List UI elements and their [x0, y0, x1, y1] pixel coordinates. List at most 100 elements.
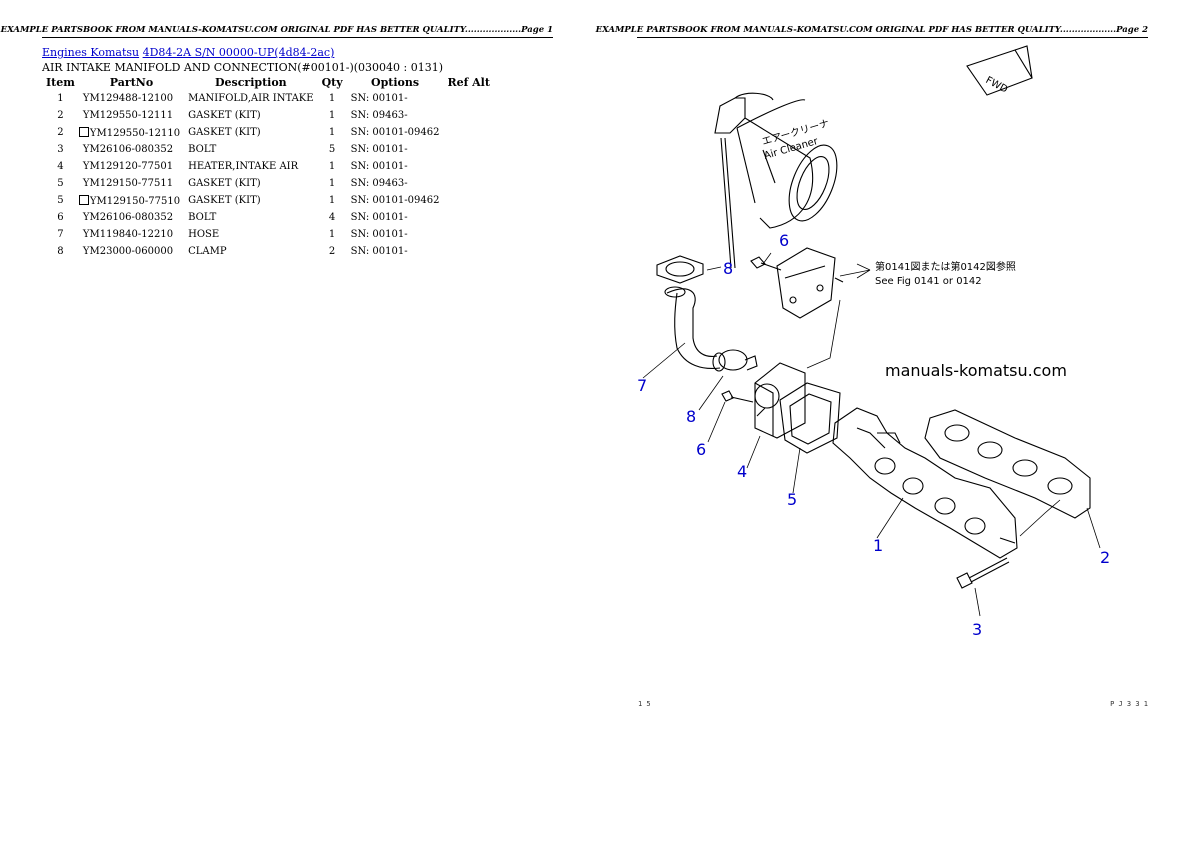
cell-item-text: 2 [57, 110, 64, 121]
exploded-parts-diagram: エアークリーナ Air Cleaner FWD 第0141図または第0142図参… [637, 45, 1110, 639]
cell-item: 4 [42, 161, 79, 178]
cell-partno: YM23000-060000 [79, 246, 184, 263]
cell-ref-alt [443, 212, 494, 229]
col-header-item: Item [46, 76, 75, 89]
cell-ref-alt [443, 195, 494, 212]
page-header: EXAMPLE PARTSBOOK FROM MANUALS-KOMATSU.C… [595, 25, 1148, 35]
cell-partno-text: YM129488-12100 [82, 93, 174, 104]
cell-qty: 1 [318, 110, 347, 127]
cell-options-text: SN: 00101-09462 [350, 127, 440, 138]
cell-partno-text: YM129150-77510 [89, 196, 181, 207]
cell-qty-text: 1 [328, 93, 336, 104]
cell-options: SN: 00101- [347, 144, 444, 161]
cell-item-text: 7 [57, 229, 64, 240]
cell-options: SN: 00101- [347, 93, 444, 110]
cell-options-text: SN: 00101- [350, 93, 408, 104]
cell-options: SN: 00101-09462 [347, 195, 444, 212]
cell-qty-text: 1 [328, 127, 336, 138]
callout-6-lower: 6 [696, 440, 706, 459]
cell-item: 2 [42, 110, 79, 127]
cell-item: 5 [42, 178, 79, 195]
cell-item-text: 8 [57, 246, 64, 257]
callout-1: 1 [873, 536, 883, 555]
cell-qty-text: 1 [328, 161, 336, 172]
cell-partno-text: YM129120-77501 [82, 161, 174, 172]
fwd-arrow-icon [966, 45, 1033, 96]
footer-figure-code: P J 3 3 1 [1110, 700, 1148, 708]
cell-item-text: 5 [57, 178, 64, 189]
cell-partno-text: YM119840-12210 [82, 229, 174, 240]
cell-item: 2 [42, 127, 79, 144]
header-rule [637, 37, 1148, 38]
cell-description: MANIFOLD,AIR INTAKE [184, 93, 317, 110]
cell-qty: 1 [318, 178, 347, 195]
hose-drawing [664, 286, 726, 372]
cell-description-text: HEATER,INTAKE AIR [188, 161, 299, 172]
cell-ref-alt [443, 144, 494, 161]
cell-qty: 5 [318, 144, 347, 161]
cell-ref-alt [443, 246, 494, 263]
cell-description: GASKET (KIT) [184, 127, 317, 144]
cell-options-text: SN: 00101- [350, 212, 408, 223]
cell-options: SN: 00101- [347, 161, 444, 178]
breadcrumb-link-engines[interactable]: Engines Komatsu [42, 46, 140, 59]
bolt-upper-drawing [750, 256, 782, 271]
cell-ref-alt [443, 178, 494, 195]
cell-item: 3 [42, 144, 79, 161]
cell-partno: YM129550-12110 [78, 127, 184, 144]
callout-7: 7 [637, 376, 647, 395]
cell-options-text: SN: 09463- [350, 110, 408, 121]
cell-qty-text: 2 [328, 246, 336, 257]
page-header: EXAMPLE PARTSBOOK FROM MANUALS-KOMATSU.C… [0, 25, 553, 35]
cell-description-text: HOSE [188, 229, 220, 240]
cell-options: SN: 00101- [347, 229, 444, 246]
cell-partno: YM129120-77501 [79, 161, 184, 178]
cell-qty: 1 [318, 127, 347, 144]
cell-qty: 1 [318, 229, 347, 246]
cell-item: 1 [42, 93, 79, 110]
cell-qty: 1 [318, 195, 347, 212]
cell-qty: 1 [318, 93, 347, 110]
fwd-label: FWD [984, 75, 1010, 96]
cell-partno-text: YM129550-12110 [89, 128, 181, 139]
cell-item-text: 2 [57, 127, 64, 138]
cell-description: GASKET (KIT) [184, 195, 317, 212]
callout-8-upper: 8 [723, 259, 733, 278]
cell-options: SN: 09463- [347, 110, 444, 127]
col-header-ref-alt: Ref Alt [447, 76, 490, 89]
cell-description: GASKET (KIT) [184, 178, 317, 195]
cell-partno-text: YM129150-77511 [82, 178, 174, 189]
intake-manifold-drawing [832, 407, 1018, 559]
col-header-qty: Qty [321, 76, 343, 89]
cell-ref-alt [443, 127, 494, 144]
cell-partno: YM129150-77511 [79, 178, 184, 195]
cell-options-text: SN: 00101- [350, 161, 408, 172]
cell-partno-text: YM26106-080352 [82, 212, 174, 223]
cell-partno-text: YM26106-080352 [82, 144, 174, 155]
see-fig-label-jp: 第0141図または第0142図参照 [875, 260, 1016, 273]
cell-item-text: 4 [57, 161, 64, 172]
cell-ref-alt [443, 229, 494, 246]
cell-item-text: 5 [57, 195, 64, 206]
callout-2: 2 [1100, 548, 1110, 567]
page-1: EXAMPLE PARTSBOOK FROM MANUALS-KOMATSU.C… [0, 25, 553, 263]
breadcrumb-link-model[interactable]: 4D84-2A S/N 00000-UP(4d84-2ac) [142, 46, 335, 59]
col-header-partno: PartNo [109, 76, 154, 89]
footer-page-number: 1 5 [638, 700, 651, 708]
cell-qty-text: 1 [328, 110, 336, 121]
col-header-options: Options [371, 76, 420, 89]
cell-qty: 2 [318, 246, 347, 263]
callout-4: 4 [737, 462, 747, 481]
cell-description-text: GASKET (KIT) [188, 178, 261, 189]
cell-description-text: GASKET (KIT) [188, 195, 261, 206]
table-row: 4 YM129120-77501 HEATER,INTAKE AIR 1 SN: 001… [42, 161, 494, 178]
cell-options-text: SN: 09463- [350, 178, 408, 189]
cell-partno: YM129550-12111 [79, 110, 184, 127]
cell-partno: YM26106-080352 [79, 144, 184, 161]
